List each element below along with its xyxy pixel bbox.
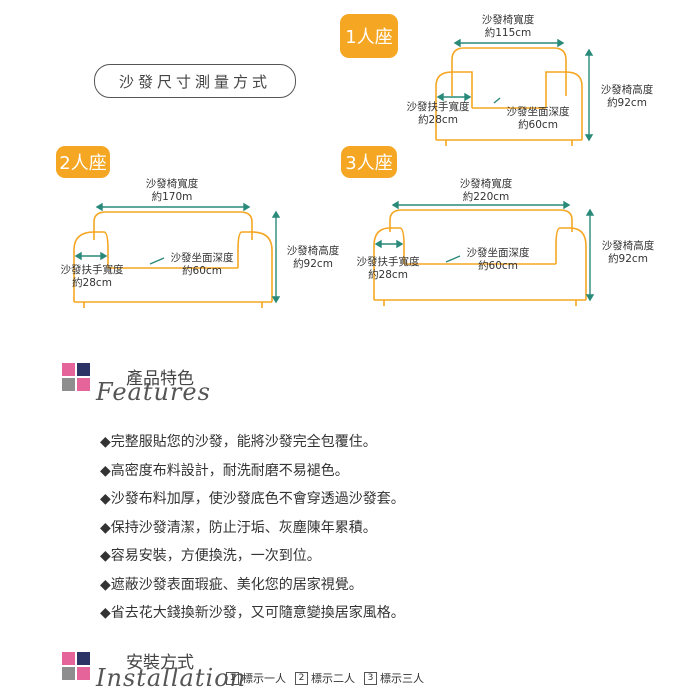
feature-item: ◆高密度布料設計，耐洗耐磨不易褪色。 [100, 462, 349, 479]
height-label-2: 沙發椅高度約92cm [286, 245, 340, 270]
features-squares-icon [62, 363, 90, 391]
arm-label-1: 沙發扶手寬度約28cm [406, 101, 470, 126]
feature-item: ◆完整服貼您的沙發，能將沙發完全包覆住。 [100, 434, 377, 450]
feature-item: ◆沙發布料加厚，使沙發底色不會穿透過沙發套。 [100, 491, 405, 507]
height-label-1: 沙發椅高度約92cm [600, 84, 654, 109]
width-label-1: 沙發椅寬度約115cm [481, 14, 535, 39]
feature-item: ◆遮蔽沙發表面瑕疵、美化您的居家視覺。 [100, 576, 363, 593]
features-title-cn: 產品特色 [126, 369, 194, 389]
width-label-3: 沙發椅寬度約220cm [459, 178, 513, 203]
depth-label-1: 沙發坐面深度約60cm [506, 106, 570, 131]
height-label-3: 沙發椅高度約92cm [601, 240, 655, 265]
feature-item: ◆省去花大錢換新沙發，又可隨意變換居家風格。 [100, 605, 405, 621]
badge-3-seat: 3人座 [341, 146, 397, 178]
install-title-cn: 安裝方式 [126, 653, 194, 673]
measure-title: 沙發尺寸測量方式 [94, 64, 296, 98]
feature-item: ◆容易安裝，方便換洗，一次到位。 [100, 548, 321, 564]
arm-label-3: 沙發扶手寬度約28cm [356, 256, 420, 281]
install-title-en: Installation [96, 664, 247, 692]
badge-2-seat: 2人座 [56, 146, 110, 178]
features-title-en: Features [96, 378, 211, 406]
width-label-2: 沙發椅寬度約170m [145, 178, 199, 203]
arm-label-2: 沙發扶手寬度約28cm [60, 264, 124, 289]
install-squares-icon [62, 652, 90, 680]
depth-label-3: 沙發坐面深度約60cm [466, 247, 530, 272]
depth-label-2: 沙發坐面深度約60cm [170, 252, 234, 277]
badge-1-seat: 1人座 [340, 14, 398, 58]
feature-item: ◆保持沙發清潔，防止汙垢、灰塵陳年累積。 [100, 519, 377, 536]
features-list: ◆完整服貼您的沙發，能將沙發完全包覆住。 ◆高密度布料設計，耐洗耐磨不易褪色。 … [100, 428, 405, 628]
